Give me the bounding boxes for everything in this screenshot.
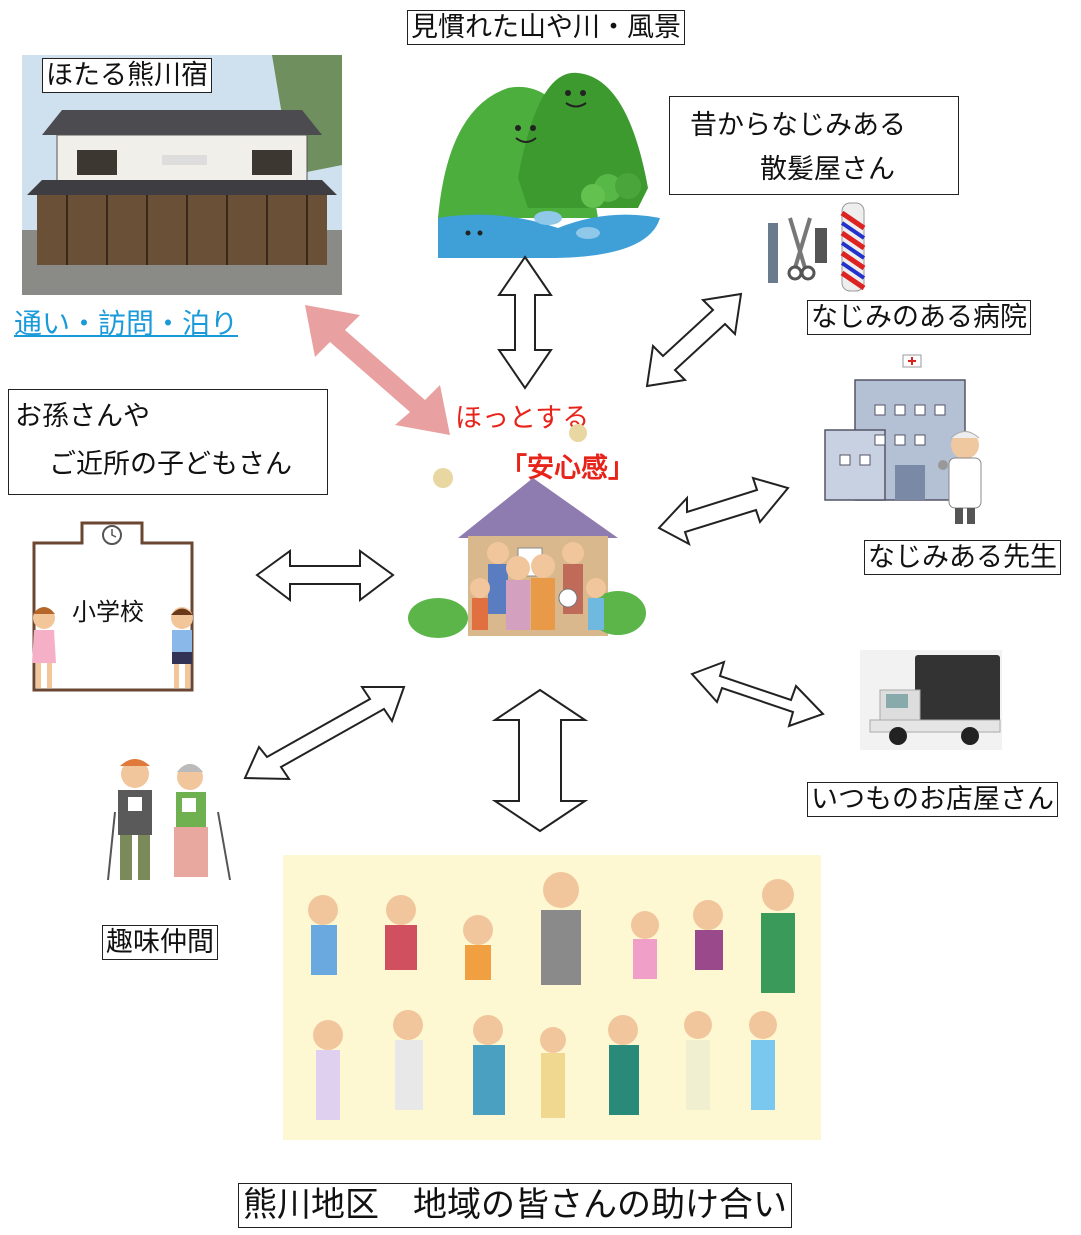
arrow-center-community	[491, 688, 589, 833]
arrow-center-barber	[645, 292, 743, 388]
grandkids-label-line1: お孫さんや	[15, 401, 150, 432]
inn-label: ほたる熊川宿	[42, 58, 212, 94]
hobby-label: 趣味仲間	[102, 925, 218, 961]
center-label-line1: ほっとする	[455, 403, 590, 434]
mountain-river-illustration	[438, 72, 660, 258]
family-home-illustration	[408, 424, 646, 638]
arrow-center-hospital	[657, 476, 790, 547]
arrow-center-hobby	[243, 686, 406, 781]
scenery-label: 見慣れた山や川・風景	[407, 10, 685, 46]
barber-label-line2: 散髪屋さん	[760, 154, 895, 185]
arrow-center-shop	[690, 660, 825, 728]
delivery-truck-photo	[860, 650, 1002, 750]
community-label: 熊川地区 地域の皆さんの助け合い	[238, 1183, 792, 1229]
grandkids-label-line2: ご近所の子どもさん	[49, 449, 292, 480]
hobby-friends-illustration	[107, 759, 231, 881]
school-illustration	[32, 521, 194, 692]
shop-label: いつものお店屋さん	[807, 782, 1058, 818]
barber-label-box: 昔からなじみある 散髪屋さん	[669, 96, 959, 195]
hospital-doctor-illustration	[824, 354, 982, 524]
arrow-scenery-center	[497, 255, 553, 390]
barber-tools-icon	[768, 202, 866, 292]
arrow-school-center	[255, 549, 395, 603]
center-label-line2: 「安心感」	[500, 453, 635, 484]
arrow-inn-center	[305, 305, 450, 435]
inn-visit-link[interactable]: 通い・訪問・泊り	[14, 307, 239, 340]
grandkids-label-box: お孫さんや ご近所の子どもさん	[8, 389, 328, 495]
barber-label-line1: 昔からなじみある	[690, 110, 906, 141]
inn-photo	[22, 55, 342, 295]
hospital-label: なじみのある病院	[807, 300, 1031, 336]
community-people-illustration	[283, 855, 821, 1140]
doctor-label: なじみある先生	[864, 540, 1061, 576]
school-label: 小学校	[72, 598, 144, 626]
